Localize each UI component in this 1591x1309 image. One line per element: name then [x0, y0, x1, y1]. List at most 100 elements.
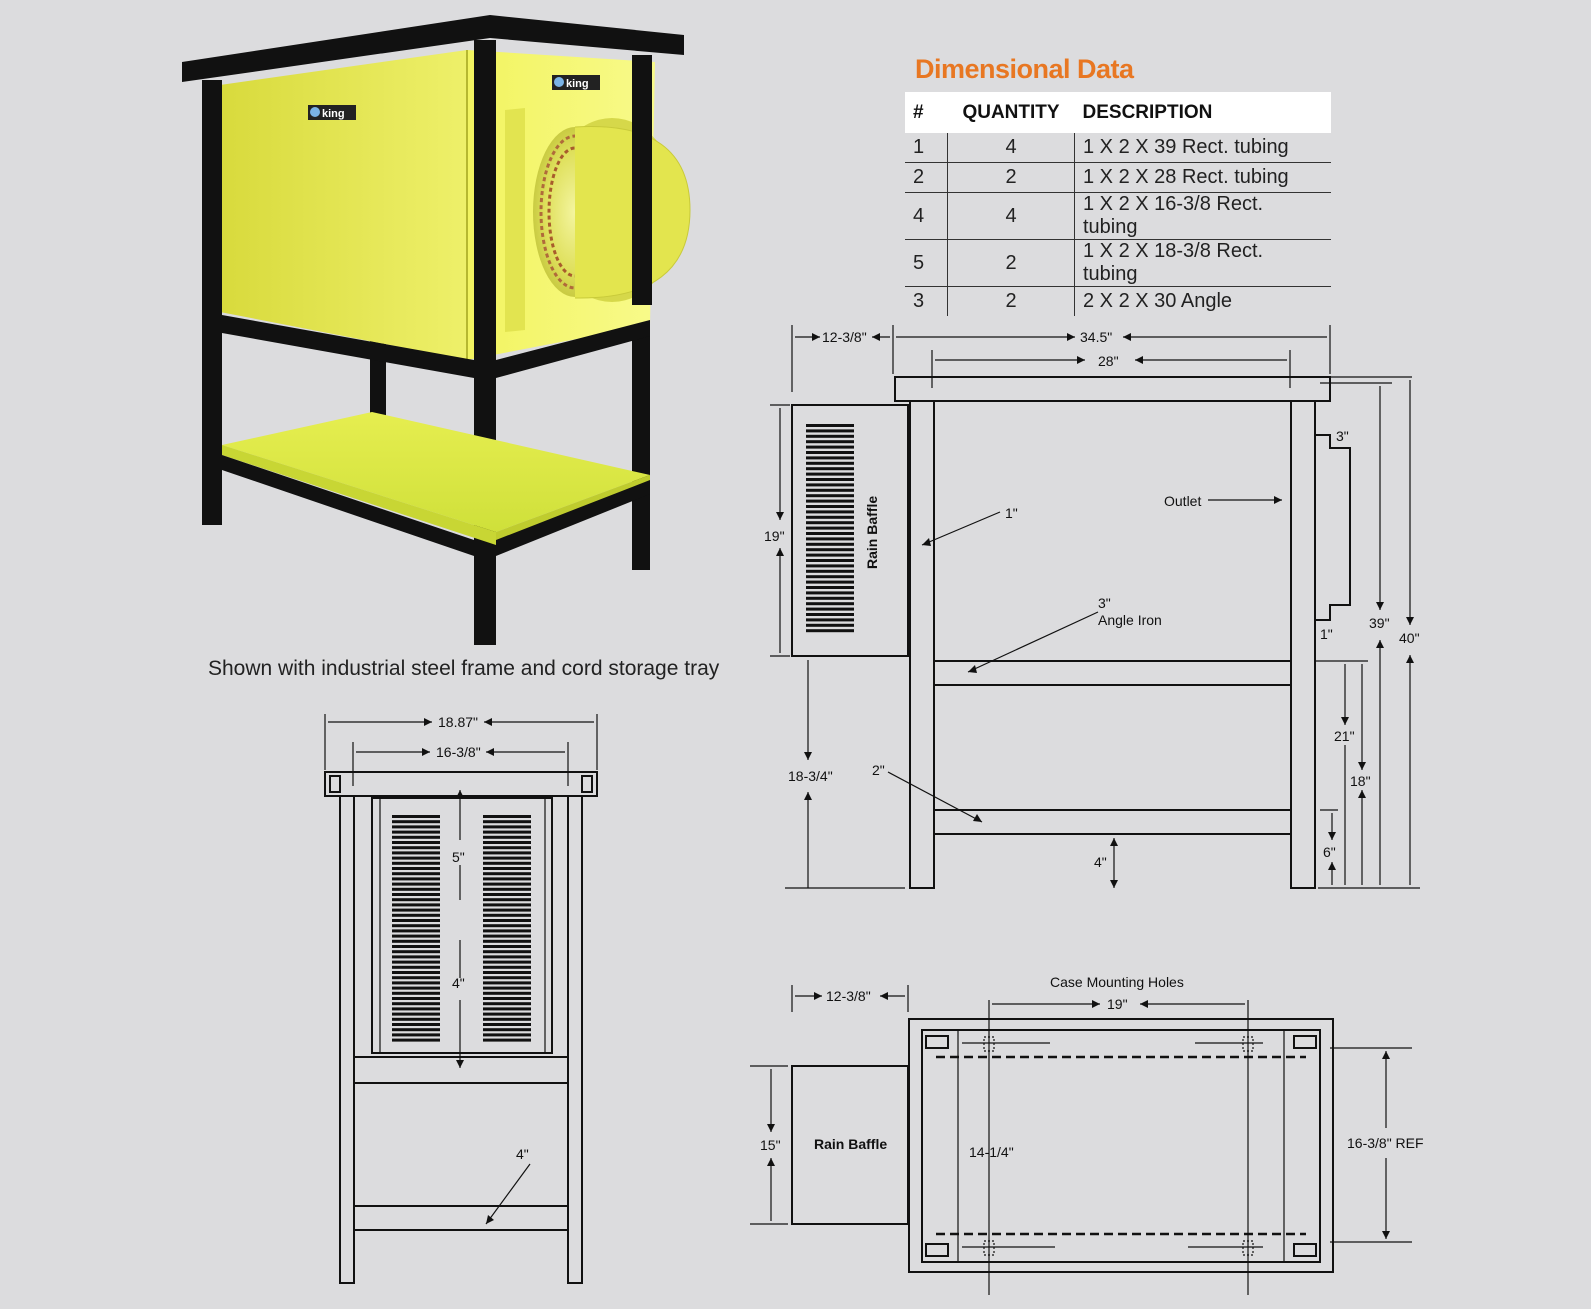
- louver-slot: [392, 835, 440, 839]
- louver-slot: [483, 1038, 531, 1042]
- louver-slot: [483, 945, 531, 948]
- dim-top-gap: 5": [452, 849, 465, 865]
- louver-slot: [392, 872, 440, 876]
- louver-slot: [483, 965, 531, 969]
- louver-slot: [392, 877, 440, 881]
- louver-slot: [483, 825, 531, 829]
- louver-slot: [392, 861, 440, 865]
- louver-slot: [392, 960, 440, 964]
- louver-slot: [806, 451, 854, 454]
- louver-slot: [392, 945, 440, 948]
- louver-slot: [806, 618, 854, 622]
- louver-slot: [806, 559, 854, 562]
- louver-slot: [806, 478, 854, 481]
- louver-slot: [392, 929, 440, 933]
- louver-slot: [483, 903, 531, 907]
- mounting-hole: [1293, 1035, 1317, 1049]
- louver-slot: [392, 991, 440, 995]
- louver-slot: [483, 851, 531, 855]
- louver-slot: [392, 981, 440, 985]
- top-rail: [894, 376, 1331, 402]
- louver-slot: [483, 898, 531, 902]
- header-number: #: [905, 92, 948, 133]
- louver-slot: [806, 569, 854, 573]
- mounting-hole: [925, 1035, 949, 1049]
- heater-product-illustration: king king: [182, 15, 691, 645]
- dim-bottom-gap: 4": [1094, 854, 1107, 870]
- king-logo: [308, 105, 356, 120]
- table-header-row: # QUANTITY DESCRIPTION: [905, 92, 1331, 133]
- bottom-rail: [933, 809, 1292, 835]
- row-number: 1: [905, 133, 948, 163]
- louver-slot: [483, 919, 531, 922]
- louver-slot: [806, 505, 854, 508]
- heater-front-panel: [220, 50, 467, 360]
- louver-slot: [806, 521, 854, 525]
- dim-top-width: 34.5": [1080, 329, 1112, 345]
- plan-label-rain-baffle: Rain Baffle: [814, 1136, 887, 1152]
- louver-slot: [806, 532, 854, 535]
- louver-slot: [392, 867, 440, 870]
- louver-slot: [483, 955, 531, 959]
- row-description: 1 X 2 X 28 Rect. tubing: [1074, 162, 1331, 193]
- dim-outlet-bottom: 1": [1320, 626, 1333, 642]
- louver-slot: [483, 830, 531, 834]
- louver-slot: [392, 924, 440, 928]
- table-row: 2 2 1 X 2 X 28 Rect. tubing: [905, 162, 1331, 193]
- louver-slot: [392, 1007, 440, 1011]
- front-left-leg: [339, 795, 355, 1284]
- louver-slot: [806, 575, 854, 579]
- front-top-rail: [324, 771, 598, 797]
- row-quantity: 2: [947, 162, 1075, 193]
- louver-slot: [806, 629, 854, 633]
- louver-slot: [483, 893, 531, 896]
- louver-slot: [392, 1023, 440, 1026]
- louver-slot: [806, 580, 854, 584]
- louver-slot: [806, 461, 854, 465]
- louver-slot: [806, 564, 854, 568]
- dim-frame-width: 1": [1005, 505, 1018, 521]
- row-number: 4: [905, 192, 948, 240]
- louver-slot: [483, 960, 531, 964]
- logo-text: king: [566, 78, 589, 90]
- row-quantity: 2: [947, 286, 1075, 316]
- louver-slot: [806, 537, 854, 541]
- row-number: 3: [905, 286, 948, 316]
- louver-slot: [483, 846, 531, 850]
- header-quantity: QUANTITY: [947, 92, 1075, 133]
- dim-inner-width: 28": [1098, 353, 1119, 369]
- dim-height-40: 40": [1399, 630, 1420, 646]
- louver-slot: [806, 467, 854, 471]
- louver-slot: [392, 950, 440, 954]
- louver-slot: [392, 965, 440, 969]
- louver-slot: [483, 861, 531, 865]
- louver-slot: [392, 815, 440, 818]
- dim-inner-width: 16-3/8": [436, 744, 481, 760]
- table-row: 5 2 1 X 2 X 18-3/8 Rect. tubing: [905, 239, 1331, 287]
- louver-slot: [392, 955, 440, 959]
- front-heater-body: [371, 797, 553, 1054]
- louver-slot: [392, 825, 440, 829]
- louver-slot: [806, 456, 854, 460]
- louver-slot: [806, 424, 854, 427]
- louver-slot: [806, 613, 854, 616]
- louver-slot: [483, 986, 531, 990]
- dim-shelf-label: 2": [872, 762, 885, 778]
- louver-slot: [392, 939, 440, 943]
- plan-title: Case Mounting Holes: [1050, 974, 1184, 990]
- louver-slot: [483, 815, 531, 818]
- louver-slot: [806, 494, 854, 498]
- plan-rain-baffle: [791, 1065, 909, 1225]
- louver-slot: [392, 986, 440, 990]
- louver-slot: [806, 548, 854, 552]
- louver-slot: [806, 445, 854, 449]
- label-outlet: Outlet: [1164, 493, 1201, 509]
- dim-height-39: 39": [1369, 615, 1390, 631]
- louver-slot: [483, 1017, 531, 1021]
- louver-slot: [806, 526, 854, 530]
- row-number: 2: [905, 162, 948, 193]
- plan-inner-frame: [921, 1029, 1321, 1263]
- row-quantity: 4: [947, 192, 1075, 240]
- louver-slot: [806, 542, 854, 546]
- louver-slot: [483, 1012, 531, 1016]
